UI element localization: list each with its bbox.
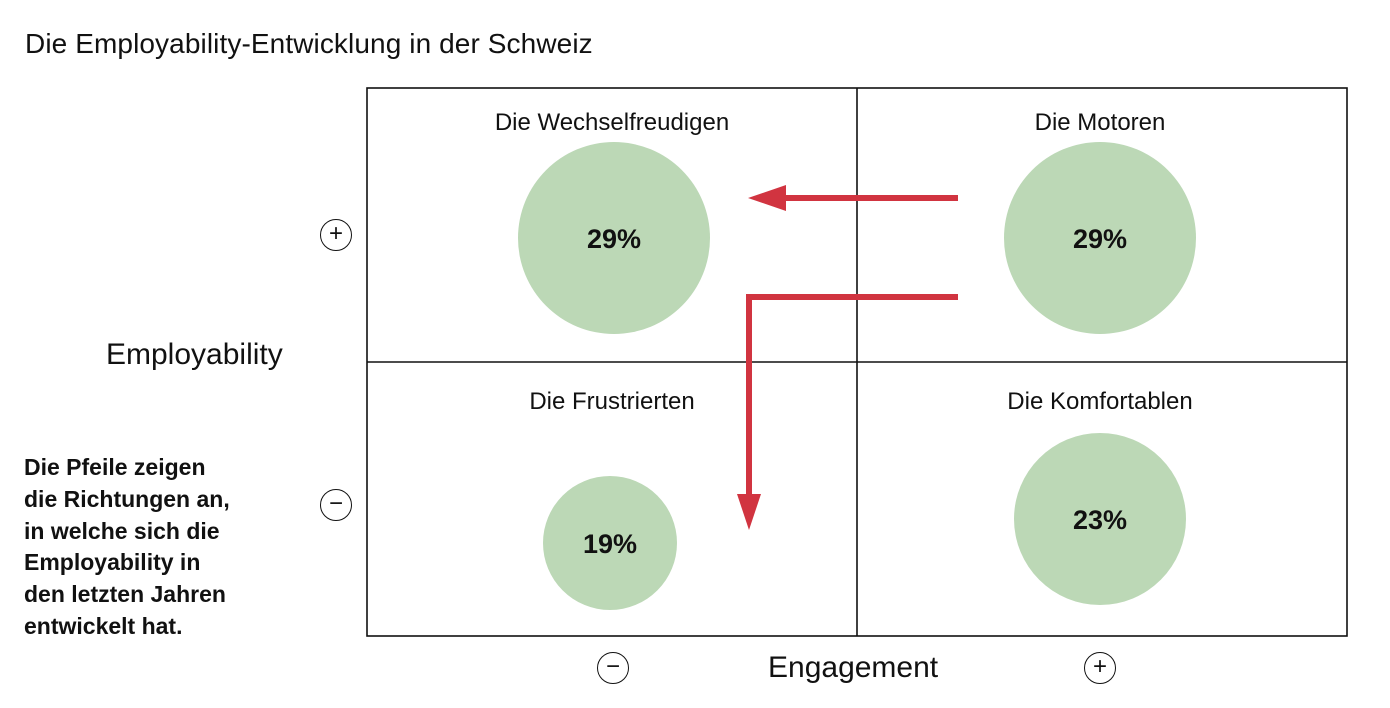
note-line: Die Pfeile zeigen bbox=[24, 454, 206, 480]
y-axis-label: Employability bbox=[106, 338, 283, 371]
circle-top-left bbox=[518, 142, 710, 334]
value-top-right: 29% bbox=[1073, 224, 1127, 254]
quadrant-label-top-left: Die Wechselfreudigen bbox=[495, 109, 729, 136]
note-line: den letzten Jahren bbox=[24, 581, 226, 608]
circle-top-right bbox=[1004, 142, 1196, 334]
note-line: in welche sich die bbox=[24, 517, 220, 544]
note-line: die Richtungen an, bbox=[24, 485, 230, 512]
note-line: entwickelt hat. bbox=[24, 612, 183, 639]
x-axis-label: Engagement bbox=[768, 651, 939, 684]
arrow-down-head bbox=[737, 494, 761, 530]
explanation-note: Die Pfeile zeigen die Richtungen an, in … bbox=[24, 452, 324, 643]
arrow-left-head bbox=[748, 185, 786, 211]
quadrant-label-bottom-left: Die Frustrierten bbox=[529, 388, 694, 415]
circle-bottom-left bbox=[543, 476, 677, 610]
value-top-left: 29% bbox=[587, 224, 641, 254]
y-plus-icon: + bbox=[320, 219, 352, 251]
x-minus-icon: − bbox=[597, 652, 629, 684]
x-plus-icon: + bbox=[1084, 652, 1116, 684]
arrow-down-shaft bbox=[746, 294, 958, 500]
note-line: Employability in bbox=[24, 549, 201, 576]
diagram-title: Die Employability-Entwicklung in der Sch… bbox=[25, 28, 593, 59]
circle-bottom-right bbox=[1014, 433, 1186, 605]
quadrant-label-bottom-right: Die Komfortablen bbox=[1007, 388, 1192, 415]
y-minus-icon: − bbox=[320, 489, 352, 521]
value-bottom-left: 19% bbox=[583, 529, 637, 559]
quadrant-label-top-right: Die Motoren bbox=[1035, 109, 1166, 136]
value-bottom-right: 23% bbox=[1073, 505, 1127, 535]
